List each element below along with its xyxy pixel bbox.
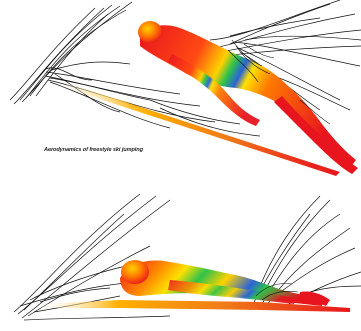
top-jumper-helmet	[138, 21, 162, 43]
bottom-panel	[14, 194, 361, 320]
bottom-jumper-helmet	[121, 260, 149, 284]
figure-caption: Aerodynamics of freestyle ski jumping	[44, 147, 143, 153]
bottom-jumper-body	[120, 260, 330, 306]
